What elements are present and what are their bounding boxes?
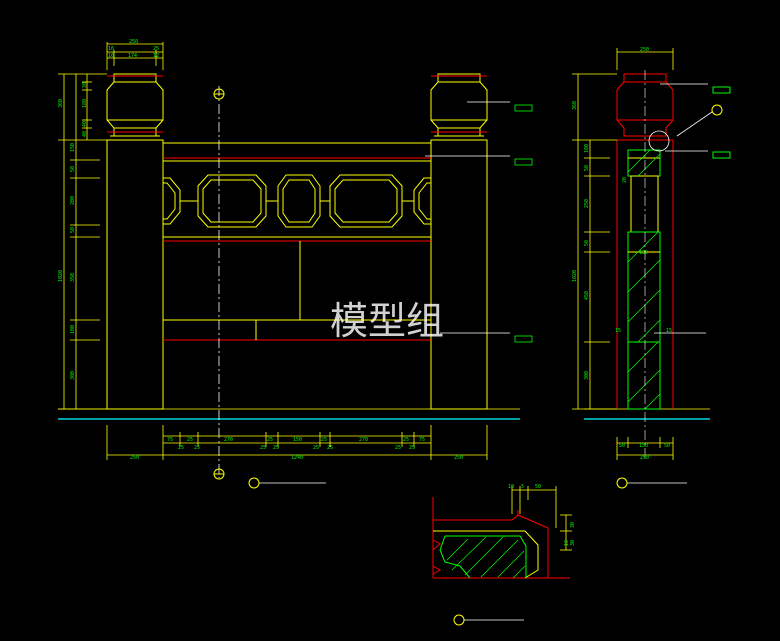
- dim-label: 40: [82, 121, 88, 127]
- dim-label: 75: [419, 437, 425, 443]
- dim-label: 300: [584, 371, 590, 380]
- dim-label: 15: [615, 328, 621, 334]
- dim-label: 30: [570, 540, 576, 546]
- side-hatch: [627, 149, 661, 410]
- dim-label: 30: [570, 522, 576, 528]
- dim-label: 174: [128, 53, 137, 59]
- dim-label: 50: [664, 443, 670, 449]
- dim-label: 25: [395, 445, 401, 451]
- dim-label: 50: [535, 484, 541, 490]
- railing-panel: [163, 142, 431, 341]
- dim-label: 25: [187, 437, 193, 443]
- dim-label: 180: [82, 99, 88, 108]
- front-top-dims: [106, 42, 164, 70]
- dim-label: 15: [666, 328, 672, 334]
- dim-label: 200: [70, 196, 76, 205]
- dim-label: 350: [70, 273, 76, 282]
- dim-label: 25: [194, 445, 200, 451]
- dim-label: 150: [70, 143, 76, 152]
- dim-label: 40: [82, 131, 88, 137]
- dim-label: 25: [273, 445, 279, 451]
- dim-label: 16: [108, 53, 114, 59]
- watermark-text: 模型组: [330, 299, 444, 343]
- dim-label: 270: [359, 437, 368, 443]
- dim-label: 50: [584, 240, 590, 246]
- front-left-dim-text: 360 1020 300 150 350 50 200 100 180 50 3…: [58, 82, 88, 380]
- dim-label: 250: [130, 455, 139, 461]
- dim-label: 100: [70, 325, 76, 334]
- detail-section: 10 5 50 30 30 10: [432, 484, 576, 626]
- dim-label: 25: [178, 445, 184, 451]
- side-leaders: [648, 83, 731, 334]
- side-section-marker: [616, 477, 687, 489]
- dim-label: 20: [622, 177, 628, 183]
- dim-label: 270: [224, 437, 233, 443]
- dim-label: 25: [409, 445, 415, 451]
- dim-label: 50: [70, 227, 76, 233]
- dim-label: 50: [584, 165, 590, 171]
- dim-label: 360: [572, 101, 578, 110]
- dim-label: 50: [70, 166, 76, 172]
- dim-label: 1240: [291, 455, 303, 461]
- front-section-marker: [248, 477, 326, 489]
- dim-label: 16: [108, 46, 114, 52]
- dim-label: 250: [129, 39, 138, 45]
- dim-label: 300: [70, 371, 76, 380]
- detail-dims: [511, 486, 572, 551]
- left-post: [106, 73, 164, 410]
- dim-label: 250: [640, 455, 649, 461]
- dim-label: 360: [58, 99, 64, 108]
- dim-label: 30: [82, 82, 88, 88]
- dim-label: 250: [640, 47, 649, 53]
- dim-label: 25: [267, 437, 273, 443]
- front-leaders: [425, 101, 533, 343]
- dim-label: 130: [639, 250, 648, 256]
- front-elevation: 360 1020 300 150 350 50 200 100 180 50 3…: [58, 39, 533, 489]
- dim-label: 50: [619, 443, 625, 449]
- detail-hatch: [446, 536, 526, 579]
- dim-label: 12: [153, 53, 159, 59]
- dim-label: 25: [327, 445, 333, 451]
- dim-label: 75: [167, 437, 173, 443]
- front-bottom-dims: [106, 425, 488, 460]
- side-post: [616, 73, 674, 410]
- dim-label: 10: [564, 540, 570, 546]
- dim-label: 150: [293, 437, 302, 443]
- dim-label: 10: [508, 484, 514, 490]
- dim-label: 25: [321, 437, 327, 443]
- dim-label: 25: [153, 46, 159, 52]
- front-center-line: [213, 86, 225, 480]
- detail-section-marker: [453, 614, 524, 626]
- dim-label: 1020: [572, 270, 578, 282]
- dim-label: 25: [260, 445, 266, 451]
- dim-label: 25: [313, 445, 319, 451]
- side-elevation: 250 360 1020 100 50 250 50 450 300 15 13…: [572, 47, 731, 489]
- dim-label: 450: [584, 291, 590, 300]
- right-post: [430, 73, 488, 410]
- dim-label: 150: [639, 443, 648, 449]
- dim-label: 100: [584, 144, 590, 153]
- dim-label: 250: [584, 199, 590, 208]
- front-left-dims: [58, 73, 107, 410]
- dim-label: 250: [454, 455, 463, 461]
- side-dims: [572, 48, 674, 460]
- dim-label: 1020: [58, 270, 64, 282]
- dim-label: 5: [521, 484, 524, 490]
- dim-label: 25: [403, 437, 409, 443]
